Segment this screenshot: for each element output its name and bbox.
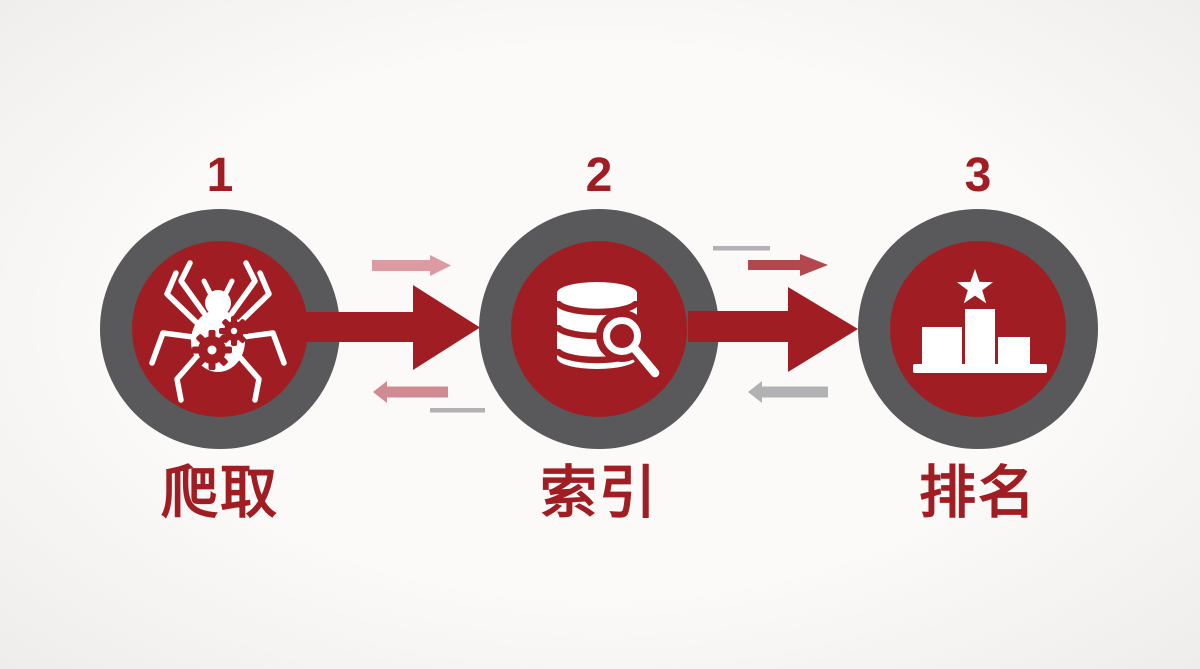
big-arrow-right-icon (300, 285, 480, 370)
gear-icon (192, 330, 232, 370)
step-number-2: 2 (585, 149, 613, 202)
step-index: 2 索引 (479, 0, 719, 669)
small-arrow-left-icon (373, 381, 448, 403)
podium-star-icon (913, 269, 1047, 373)
connector-2 (688, 246, 858, 403)
small-arrow-right-icon (748, 254, 828, 276)
step-rank: 3 排名 (858, 0, 1098, 669)
database-search-icon (553, 282, 665, 383)
step-circle-2 (479, 209, 719, 449)
gear-icon (219, 316, 249, 346)
step-label-index: 索引 (540, 461, 658, 525)
step-label-rank: 排名 (919, 461, 1037, 525)
step-number-3: 3 (964, 149, 992, 202)
small-arrow-right-icon (372, 255, 451, 276)
gray-line-icon (430, 408, 485, 413)
step-label-crawl: 爬取 (161, 461, 279, 525)
connector-1 (300, 255, 485, 413)
big-arrow-right-icon (688, 287, 858, 372)
step-circle-3 (858, 209, 1098, 449)
star-icon (956, 269, 994, 304)
small-arrow-left-icon (748, 381, 828, 403)
step-number-1: 1 (206, 149, 234, 202)
magnifier-icon (596, 310, 665, 383)
gray-line-icon (713, 246, 770, 251)
spider-gears-icon (149, 260, 287, 403)
